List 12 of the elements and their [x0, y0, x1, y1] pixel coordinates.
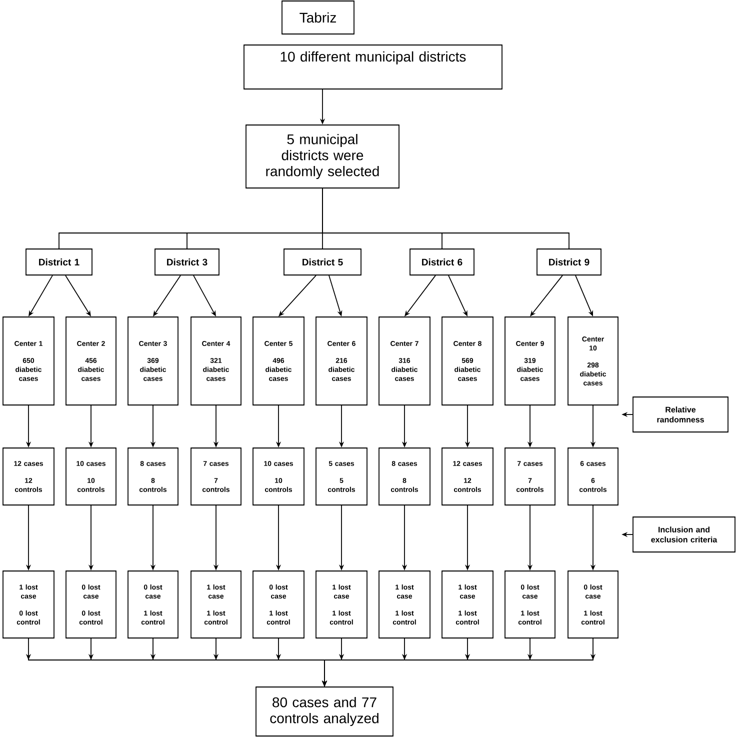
connector-line — [322, 188, 570, 249]
note-box: Inclusion and exclusion criteria — [632, 516, 736, 552]
district-box: District 5 — [284, 248, 362, 276]
district-box: District 9 — [536, 248, 602, 276]
process-box: 5 municipal districts were randomly selected — [246, 124, 400, 188]
process-box: Tabriz — [282, 0, 354, 34]
district-box: District 1 — [26, 248, 92, 276]
district-box: District 3 — [154, 248, 220, 276]
process-box: 10 different municipal districts — [244, 44, 502, 90]
note-box: Relative randomness — [632, 396, 728, 432]
district-box: District 6 — [410, 248, 474, 276]
result-box: 80 cases and 77 controls analyzed — [256, 686, 394, 736]
